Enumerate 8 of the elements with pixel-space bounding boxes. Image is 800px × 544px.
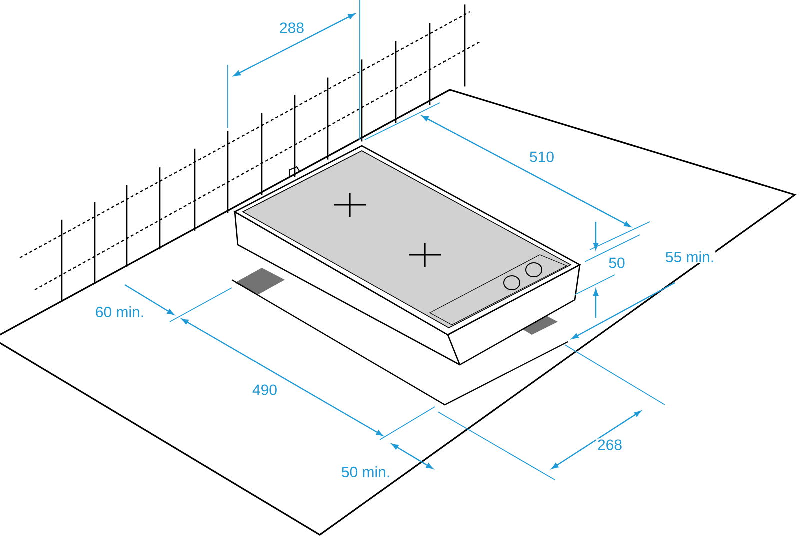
dimension-label: 60 min. — [94, 306, 146, 319]
dimension-label: 50 min. — [340, 466, 392, 478]
dimension-label: 55 min. — [664, 250, 716, 264]
dimension-label: 268 — [596, 438, 624, 452]
dimension-label: 490 — [252, 384, 279, 396]
dimension-label: 288 — [278, 22, 306, 34]
dimension-label: 50 — [608, 256, 626, 270]
dimension-label: 510 — [528, 150, 556, 164]
